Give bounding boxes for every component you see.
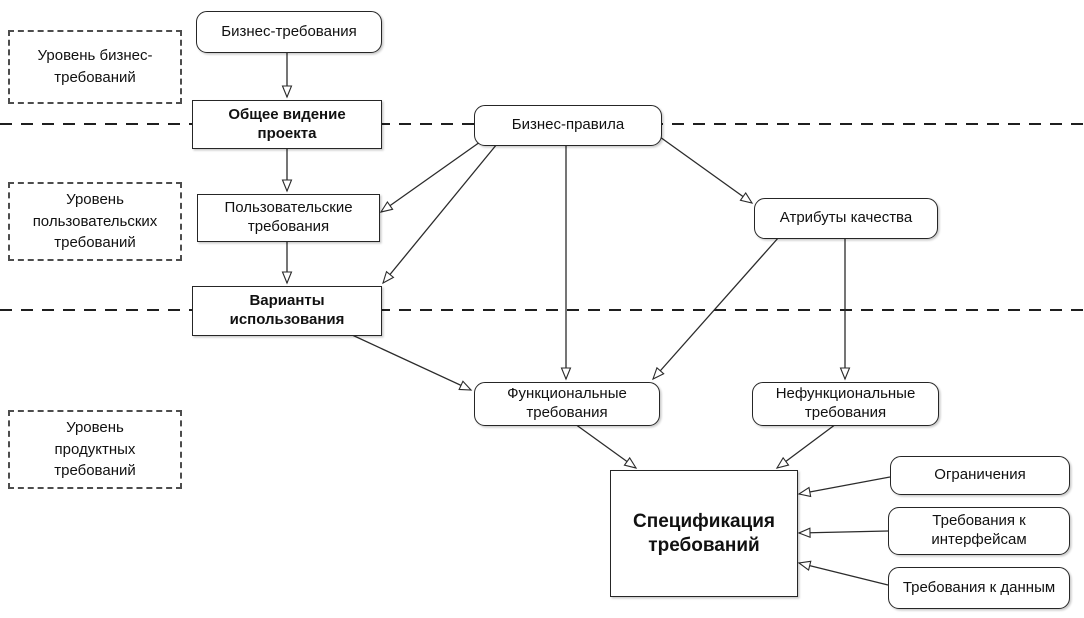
node-business-rules: Бизнес-правила: [474, 105, 662, 146]
arrow-constraints-to-specification: [797, 476, 891, 498]
node-functional-requirements: Функциональные требования: [474, 382, 660, 426]
level-label-business-requirements: Уровень бизнес- требований: [8, 30, 182, 104]
node-user-requirements: Пользовательские требования: [197, 194, 380, 242]
node-project-vision: Общее видение проекта: [192, 100, 382, 149]
level-label-user-requirements: Уровень пользовательских требований: [8, 182, 182, 261]
level-label-product-requirements: Уровень продуктных требований: [8, 410, 182, 489]
arrow-quality-attributes-to-functional-requirements: [652, 236, 780, 381]
node-use-cases: Варианты использования: [192, 286, 382, 336]
arrow-business-rules-to-quality-attributes: [659, 136, 754, 204]
node-nonfunctional-requirements: Нефункциональные требования: [752, 382, 939, 426]
node-interface-requirements: Требования к интерфейсам: [888, 507, 1070, 555]
arrow-business-rules-to-use-cases: [382, 143, 498, 285]
arrow-use-cases-to-functional-requirements: [349, 333, 473, 391]
arrow-data-requirements-to-specification: [797, 560, 889, 586]
arrow-nonfunctional-requirements-to-specification: [775, 423, 837, 469]
arrow-business-rules-to-user-requirements: [379, 141, 481, 213]
node-constraints: Ограничения: [890, 456, 1070, 495]
node-requirements-specification: Спецификация требований: [610, 470, 798, 597]
arrow-interface-requirements-to-specification: [797, 527, 889, 539]
node-data-requirements: Требования к данным: [888, 567, 1070, 609]
node-business-requirements: Бизнес-требования: [196, 11, 382, 53]
arrow-functional-requirements-to-specification: [574, 423, 638, 469]
node-quality-attributes: Атрибуты качества: [754, 198, 938, 239]
